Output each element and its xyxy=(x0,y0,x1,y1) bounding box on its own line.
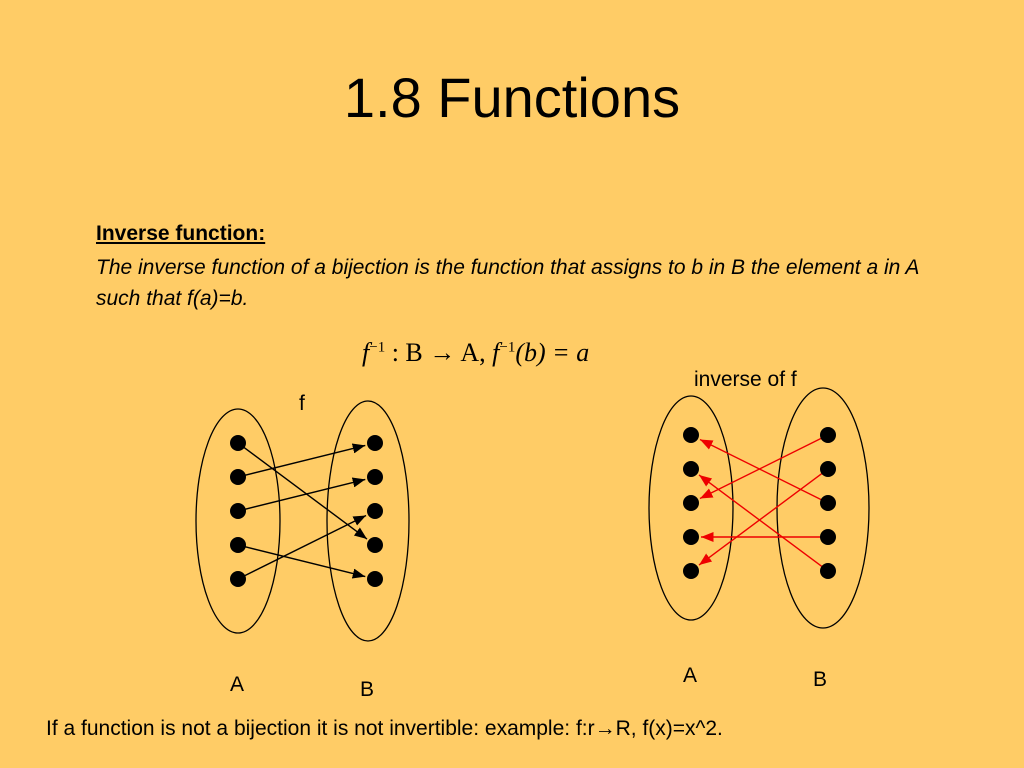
left-set-a-element xyxy=(230,435,246,451)
formula-sup2: −1 xyxy=(499,339,516,356)
right-set-b-element xyxy=(820,563,836,579)
right-set-b-element xyxy=(820,427,836,443)
formula-mid: : B → A, xyxy=(385,338,493,367)
left-set-a-label: A xyxy=(230,673,245,696)
left-set-b-element xyxy=(367,571,383,587)
left-set-b-oval xyxy=(326,400,410,642)
slide-title: 1.8 Functions xyxy=(343,66,681,129)
inverse-formula: f−1 : B → A, f−1(b) = a xyxy=(362,338,589,368)
right-set-b-element xyxy=(820,495,836,511)
formula-f1: f xyxy=(362,338,370,367)
right-set-b-oval xyxy=(776,387,870,629)
left-mapping-arrow xyxy=(243,443,366,477)
formula-sup1: −1 xyxy=(369,339,386,356)
formula-end: (b) = a xyxy=(515,338,590,367)
right-set-a-element xyxy=(683,529,699,545)
inverse-label: inverse of f xyxy=(694,368,797,391)
right-set-b-element xyxy=(820,529,836,545)
right-set-b-label: B xyxy=(813,668,828,691)
left-mapping-arrow xyxy=(242,446,368,540)
right-inverse-arrow xyxy=(699,437,823,500)
left-mapping-arrow xyxy=(243,545,366,579)
right-set-a-label: A xyxy=(683,664,698,687)
function-f-label: f xyxy=(299,392,305,415)
left-set-b-element xyxy=(367,469,383,485)
left-mapping-arrow xyxy=(243,477,366,511)
right-set-a-element xyxy=(683,427,699,443)
left-set-b-element xyxy=(367,435,383,451)
left-set-b-label: B xyxy=(360,678,375,701)
left-set-a-element xyxy=(230,503,246,519)
left-set-b-element xyxy=(367,537,383,553)
footer-note: If a function is not a bijection it is n… xyxy=(46,717,723,740)
left-mapping-arrow xyxy=(243,514,367,577)
right-set-a-oval xyxy=(648,395,734,621)
right-set-b-element xyxy=(820,461,836,477)
left-set-a-element xyxy=(230,469,246,485)
left-set-a-oval xyxy=(195,408,281,634)
definition-text: The inverse function of a bijection is t… xyxy=(96,256,919,310)
left-set-a-element xyxy=(230,537,246,553)
right-inverse-arrow xyxy=(698,472,824,566)
left-set-a-element xyxy=(230,571,246,587)
section-heading: Inverse function: xyxy=(96,222,266,245)
right-set-a-element xyxy=(683,563,699,579)
right-set-a-element xyxy=(683,495,699,511)
right-inverse-arrow xyxy=(698,474,824,568)
right-inverse-arrow xyxy=(699,438,823,501)
left-set-b-element xyxy=(367,503,383,519)
right-set-a-element xyxy=(683,461,699,477)
formula-f2: f xyxy=(492,338,500,367)
